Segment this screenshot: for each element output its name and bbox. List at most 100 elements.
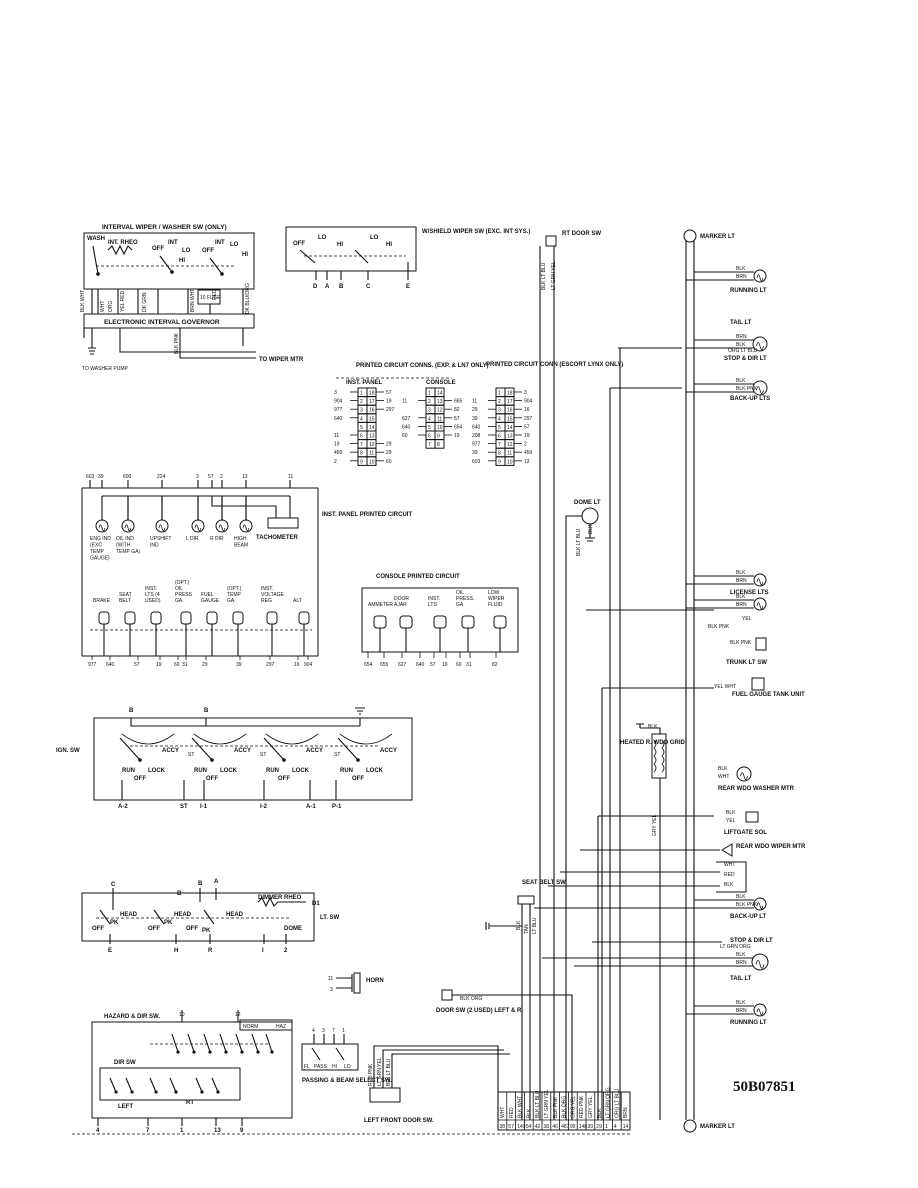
ip-bottom-num: 904 [304,662,313,668]
ip-gauge-label: FUEL [201,592,214,598]
hazard-contact [208,1050,212,1054]
ip-top-13: 13 [242,474,248,480]
escort-pc-pin: 3 [498,408,501,414]
ip-gauge-label: SEAT [119,592,132,598]
horn-icon [353,972,361,994]
washer-wht: WHT [718,774,729,780]
lt-pos-label: PK [164,920,173,926]
running-lt-top-wire-label: BRN [736,274,747,280]
lt-pos-label: HEAD [174,912,192,918]
wshield-term-c: C [366,284,371,290]
fuel-tank-icon [751,677,765,691]
rt-door-wire-1: BLK LT BLU [541,262,547,290]
wiper-wht: WHT [724,862,735,868]
console-pc-left-num: 640 [402,424,411,430]
ip-top-603: 603 [86,474,95,480]
ign-run-label: RUN [122,768,135,774]
running-lt-top-label: RUNNING LT [730,288,767,294]
console-item-icon [493,615,507,629]
dimmer-zigzag [257,896,306,908]
connector-num: 140 [517,1124,526,1130]
lt-switch-arm [203,909,215,925]
ip-gauge-label: OIL [175,586,183,592]
passing-num: 4 [312,1028,315,1034]
wire-wht: WHT [100,301,106,312]
wshield-wiper-section: W/SHIELD WIPER SW (EXC. INT SYS.) OFF LO… [285,226,530,290]
lt-bottom-label: 2 [284,948,288,954]
console-bottom-num: 57 [430,662,436,668]
escort-pc-right-num: 16 [524,407,530,413]
ign-switch-arc [193,733,247,745]
ign-switch-arc [121,733,175,745]
horn-contact [336,974,353,992]
connector-wire-label: RED [509,1107,515,1118]
escort-pc-right-num: 12 [524,459,530,465]
left-front-wires [373,1045,510,1120]
ip-gauge-label: LTS (4 [145,592,160,598]
connector-num: 54 [526,1124,532,1130]
rear-feed-wires [534,347,722,1120]
console-pc-pin: 3 [428,408,431,414]
inst-pc-pin: 17 [369,399,375,405]
ign-bottom-label: I-2 [260,804,268,810]
inst-pc-pin: 2 [360,399,363,405]
console-item-icon [399,615,413,629]
dome-wire-2: BLK [588,524,594,534]
ign-run-label: RUN [340,768,353,774]
ign-accy-label: ACCY [306,748,323,754]
ign-top-b1: B [129,708,134,714]
lt-pos-label: OFF [186,926,198,932]
rheostat-zigzag [107,244,133,256]
tail-lt-top-wire-label: BLK [736,342,746,348]
ign-contact [282,758,286,762]
license-lt-2-icon-filament [756,602,764,610]
license-yel: YEL [742,616,752,622]
escort-pc-left-num: 977 [472,442,481,448]
inst-pc-pin: 4 [360,416,363,422]
ign-contact [356,758,360,762]
hazard-contact [192,1050,196,1054]
lt-top-a: A [214,879,219,885]
wshield-lo2: LO [370,235,379,241]
license-lt-2-wire-label: BLK [736,594,746,600]
dome-wire-1: BLK LT BLU [576,528,582,556]
lt-bottom-label: I [262,948,264,954]
ip-gauge-label: BELT [119,598,131,604]
governor-label: ELECTRONIC INTERVAL GOVERNOR [104,319,220,326]
pc-conns-title: PRINTED CIRCUIT CONNS. (EXP. & LN7 ONLY) [356,363,489,369]
passing-box [301,1043,359,1071]
license-lt-1-label: LICENSE LTS [730,590,769,596]
console-bottom-num: 19 [442,662,448,668]
ign-contact [138,758,142,762]
inst-panel-box [81,487,319,657]
marker-lt-top-icon [683,229,697,243]
lt-pos-label: HEAD [226,912,244,918]
ip-gauge-icon [266,611,278,625]
running-lt-bottom-wire-label: BLK [736,1000,746,1006]
escort-pc-pin: 13 [507,434,513,440]
diagram-code: 50B07851 [733,1079,796,1095]
backup-lt-bottom-wire-label: BLK [736,894,746,900]
escort-pc-left-num: 39 [472,416,478,422]
console-item-label: PRESS. [456,596,474,602]
connector-num: 4 [614,1124,617,1130]
wash-contact [92,245,99,275]
switch-arm-1 [159,255,173,273]
connector-wire-label: BLK ORG [562,1096,568,1118]
wshield-arm2 [354,249,369,264]
escort-pc-pin: 12 [507,442,513,448]
ip-lamp-icon-filament [158,524,166,532]
lt-pos-label: OFF [92,926,104,932]
escort-pc-left-num: 208 [472,433,481,439]
hazard-box [91,1021,293,1119]
lt-pos-label: HEAD [120,912,138,918]
connector-num: 38 [544,1124,550,1130]
trunk-blk-pnk: BLK PNK [730,640,752,646]
connector-num: 38 [500,1124,506,1130]
ip-gauge-label: GA. [227,598,236,604]
console-pc-left-num: 11 [402,399,407,405]
marker-top-label: MARKER LT [700,234,735,240]
washer-ground [88,347,96,355]
running-lt-top-wire-label: BLK [736,266,746,272]
escort-pc-pin: 6 [498,434,501,440]
